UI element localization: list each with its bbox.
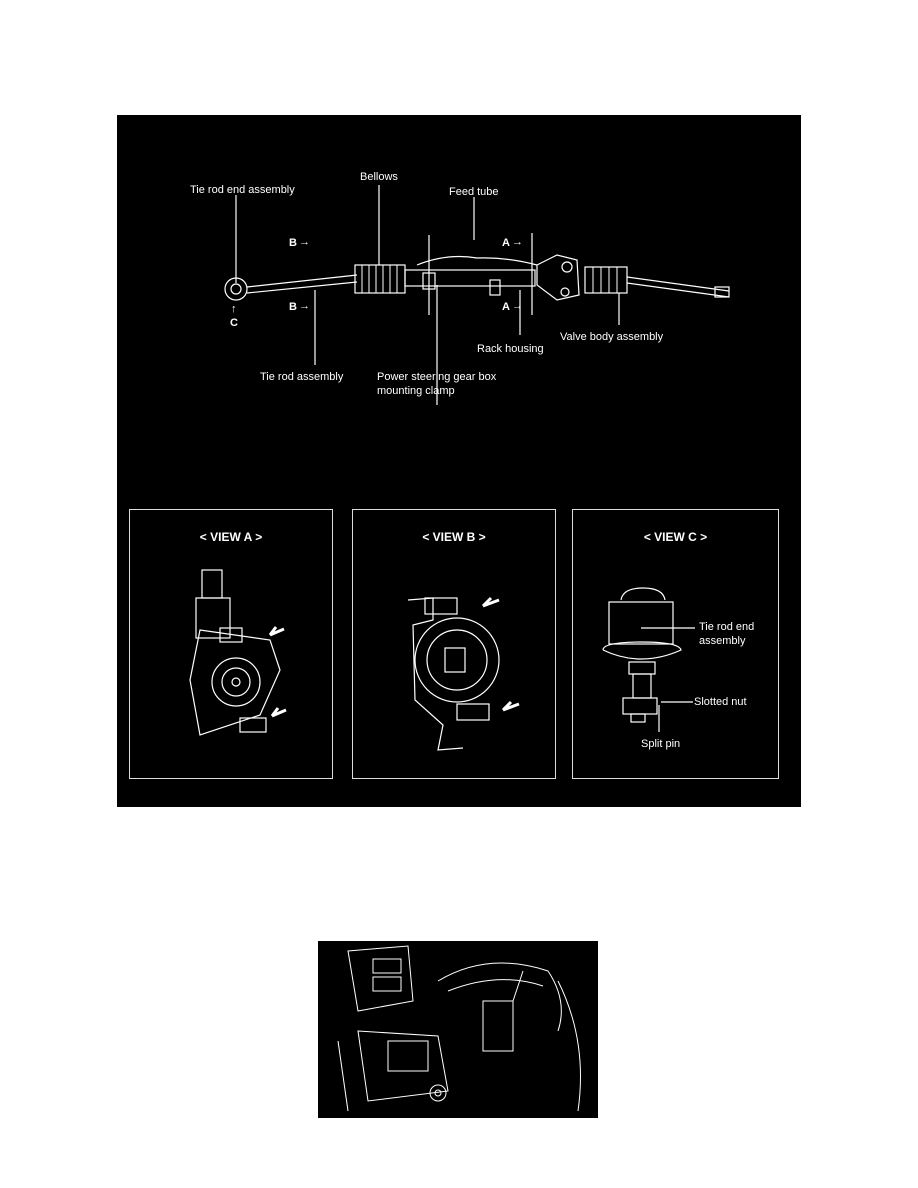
label-b-bottom: B	[289, 301, 297, 313]
dashboard-drawing	[337, 945, 581, 1112]
label-valve-body: Valve body assembly	[560, 331, 664, 343]
view-b-drawing	[407, 596, 520, 751]
arrow-a-bottom: →	[512, 300, 523, 312]
view-a-title: < VIEW A >	[199, 530, 263, 544]
label-view-c-tie-rod-end-2: assembly	[699, 635, 746, 647]
view-a-drawing	[189, 569, 287, 736]
label-rack-housing: Rack housing	[477, 343, 544, 355]
view-a-panel: < VIEW A >	[129, 509, 333, 779]
label-slotted-nut: Slotted nut	[694, 696, 747, 708]
label-tie-rod: Tie rod assembly	[260, 371, 344, 383]
arrow-c: ↑	[231, 303, 237, 315]
view-b-panel: < VIEW B >	[352, 509, 556, 779]
arrow-a-top: →	[512, 236, 523, 248]
steering-gear-diagram: Tie rod end assembly Bellows Feed tube B…	[117, 115, 801, 807]
view-c-drawing	[602, 587, 695, 732]
label-b-top: B	[289, 237, 297, 249]
label-tie-rod-end: Tie rod end assembly	[190, 184, 295, 196]
label-c: C	[230, 317, 238, 329]
view-c-title: < VIEW C >	[643, 530, 708, 544]
arrow-b-bottom: →	[299, 300, 310, 312]
label-clamp-1: Power steering gear box	[377, 371, 497, 383]
steering-gear-drawing	[224, 185, 730, 405]
label-bellows: Bellows	[360, 171, 398, 183]
label-feed-tube: Feed tube	[449, 186, 499, 198]
label-view-c-tie-rod-end-1: Tie rod end	[699, 621, 755, 633]
label-clamp-2: mounting clamp	[377, 385, 455, 397]
label-split-pin: Split pin	[641, 738, 681, 750]
arrow-b-top: →	[299, 236, 310, 248]
view-b-title: < VIEW B >	[422, 530, 486, 544]
label-a-bottom: A	[502, 301, 510, 313]
view-c-panel: < VIEW C > Tie rod end assembly Slotted …	[572, 509, 779, 779]
label-a-top: A	[502, 237, 510, 249]
dashboard-steering-column-image	[318, 941, 598, 1118]
